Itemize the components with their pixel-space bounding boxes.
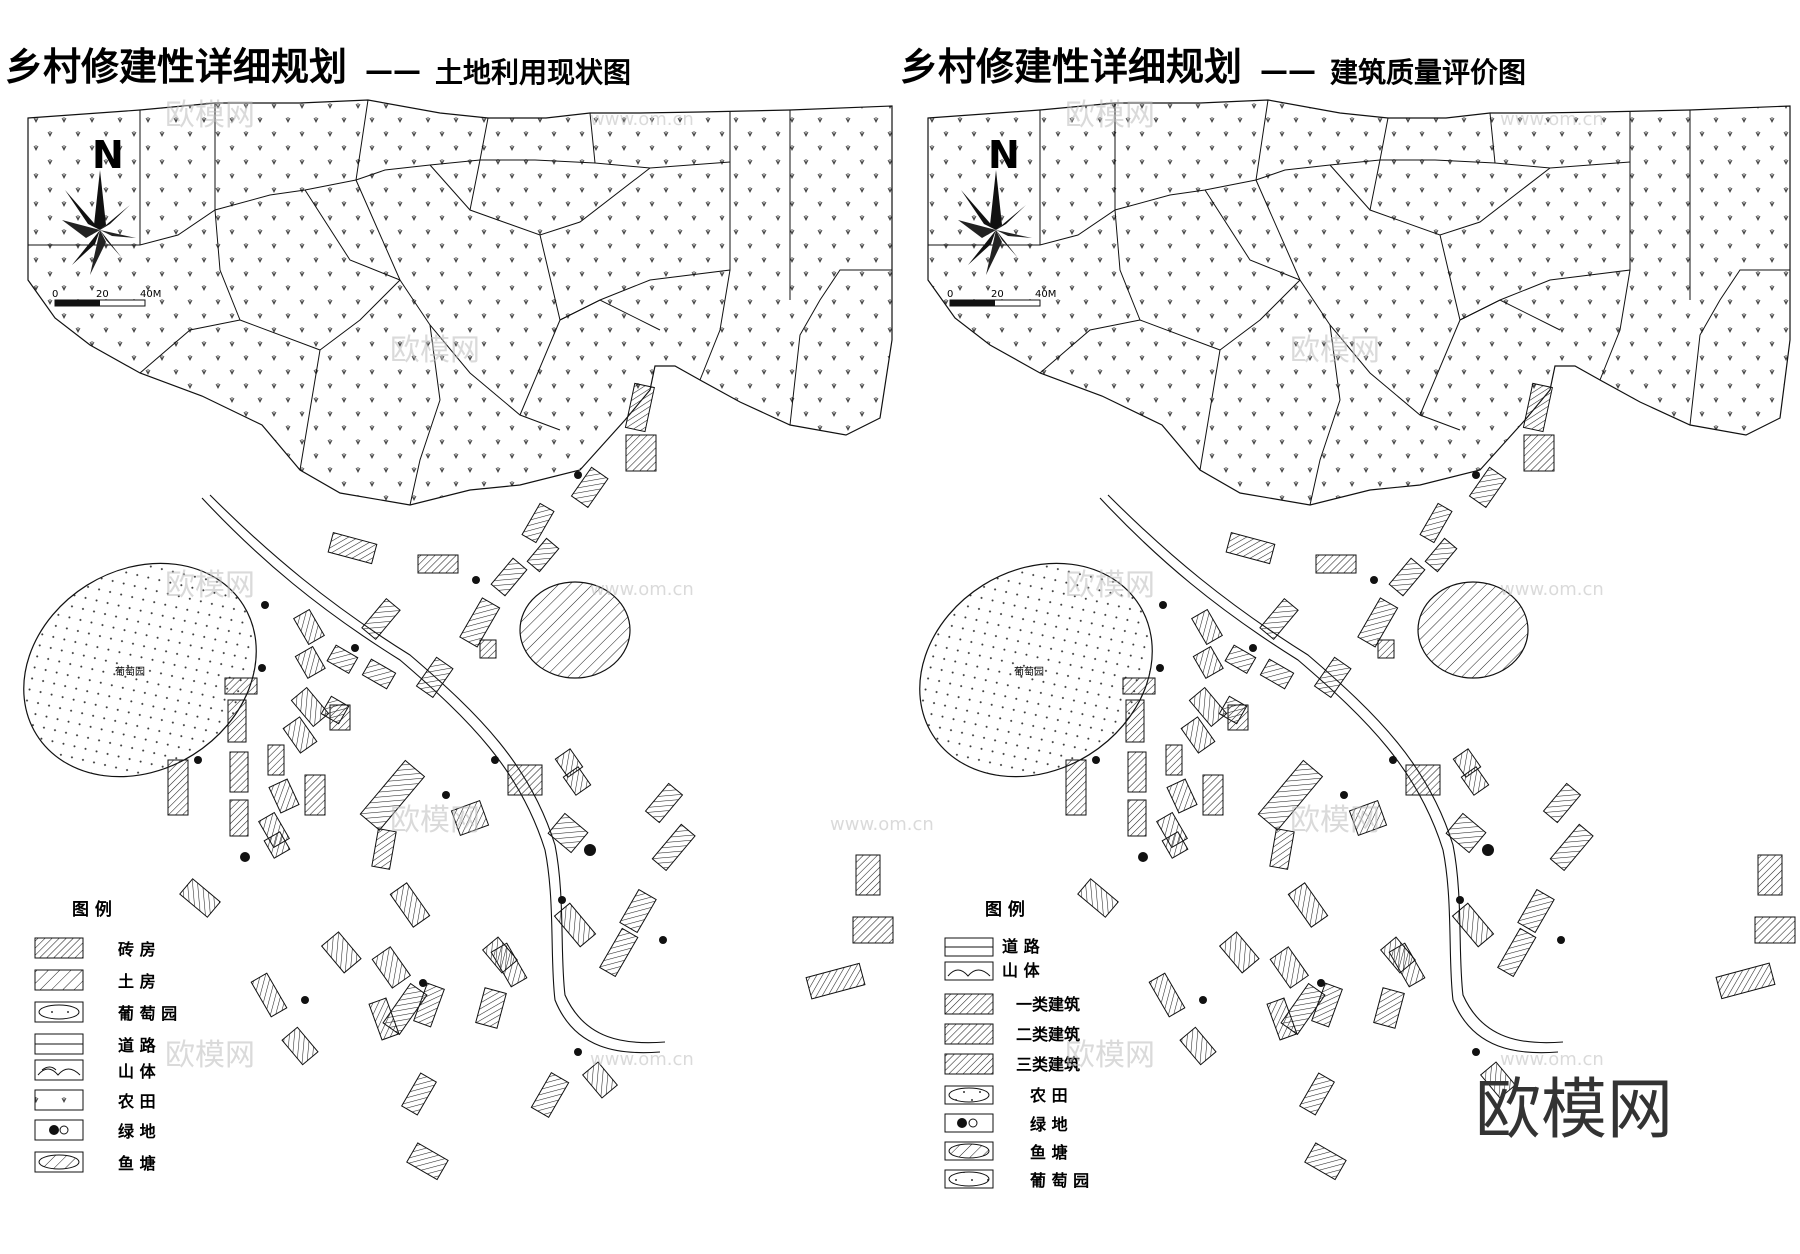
north-arrow-icon [958,170,1032,275]
watermark-url: www.om.cn [1500,579,1604,600]
watermark-url: www.om.cn [1500,1049,1604,1070]
watermarks: 欧模网 www.om.cn 欧模网 www.om.cn 欧模网 欧模网 欧模网 … [165,98,1673,1148]
vineyard: 葡萄园 [919,562,1153,778]
scale-bar: 0 20 40M [52,289,161,307]
scale-label-40: 40M [140,289,161,300]
legend-label-farmland: 农 田 [117,1092,156,1111]
legend-label-mountain: 山 体 [1002,961,1041,980]
buildings [167,382,696,1181]
scale-label-20: 20 [991,289,1004,300]
scale-label-0: 0 [947,289,953,300]
land-use-map-panel: N 0 20 40M 葡萄园 [5,45,893,1181]
left-title-dash: —— [365,54,421,87]
scale-label-20: 20 [96,289,109,300]
watermark-cn: 欧模网 [1065,98,1155,133]
legend-label-vineyard: 葡 萄 园 [1029,1171,1089,1190]
green-dots [194,471,667,1056]
right-title-sub: 建筑质量评价图 [1330,56,1526,89]
legend-label-earth: 土 房 [118,972,156,991]
buildings [805,382,1594,1181]
right-title-main: 乡村修建性详细规划 [900,45,1242,89]
north-arrow-icon [62,170,136,275]
legend-label-green: 绿 地 [1030,1115,1068,1134]
legend: 图 例 砖 房 土 房 葡 萄 园 道 路 山 体 农 田 绿 地 鱼 塘 [34,899,177,1173]
right-title-dash: —— [1260,54,1316,87]
left-title-main: 乡村修建性详细规划 [5,45,347,89]
scale-label-40: 40M [1035,289,1056,300]
legend: 图 例 道 路 山 体 一类建筑 二类建筑 三类建筑 农 田 绿 地 鱼 塘 [944,899,1089,1190]
building-quality-map-panel: N 0 20 40M 葡萄园 [805,45,1796,1190]
watermark-cn: 欧模网 [390,803,480,838]
legend-label-class2: 二类建筑 [1016,1025,1080,1044]
north-label: N [988,133,1020,177]
farmland-area [27,99,893,506]
legend-label-fishpond: 鱼 塘 [118,1154,156,1173]
watermark-url: www.om.cn [830,814,934,835]
watermark-cn: 欧模网 [165,1038,255,1073]
legend-label-green: 绿 地 [118,1122,156,1141]
edge-buildings [1715,854,1796,1000]
vineyard-label: 葡萄园 [115,665,145,678]
watermark-url: www.om.cn [1500,109,1604,130]
road [1099,494,1564,1054]
watermark-cn: 欧模网 [165,568,255,603]
brand-logo: 欧模网 [1475,1071,1673,1148]
road [201,494,666,1054]
vineyard: 葡萄园 [23,562,257,778]
fish-pond [519,581,631,679]
scale-bar: 0 20 40M [947,289,1056,307]
watermark-url: www.om.cn [590,579,694,600]
legend-label-vineyard: 葡 萄 园 [117,1004,177,1023]
legend-title: 图 例 [72,899,112,920]
watermark-cn: 欧模网 [165,98,255,133]
watermark-cn: 欧模网 [1290,333,1380,368]
left-title-sub: 土地利用现状图 [435,56,631,89]
fish-pond [1417,581,1529,679]
legend-label-class3: 三类建筑 [1016,1055,1080,1074]
legend-label-road: 道 路 [118,1036,157,1055]
compass: N [958,133,1032,275]
watermark-cn: 欧模网 [1290,803,1380,838]
legend-label-brick: 砖 房 [118,940,156,959]
watermark-cn: 欧模网 [1065,568,1155,603]
green-dots [1092,471,1565,1056]
legend-label-road: 道 路 [1002,937,1041,956]
legend-label-class1: 一类建筑 [1016,995,1080,1014]
watermark-url: www.om.cn [590,109,694,130]
north-label: N [92,133,124,177]
legend-label-mountain: 山 体 [118,1062,157,1081]
watermark-url: www.om.cn [590,1049,694,1070]
vineyard-label: 葡萄园 [1014,665,1044,678]
legend-title: 图 例 [985,899,1025,920]
watermark-cn: 欧模网 [1065,1038,1155,1073]
farmland-area [927,99,1791,506]
legend-label-farmland: 农 田 [1029,1086,1068,1105]
legend-label-fishpond: 鱼 塘 [1030,1143,1068,1162]
watermark-cn: 欧模网 [390,333,480,368]
compass: N [62,133,136,275]
scale-label-0: 0 [52,289,58,300]
